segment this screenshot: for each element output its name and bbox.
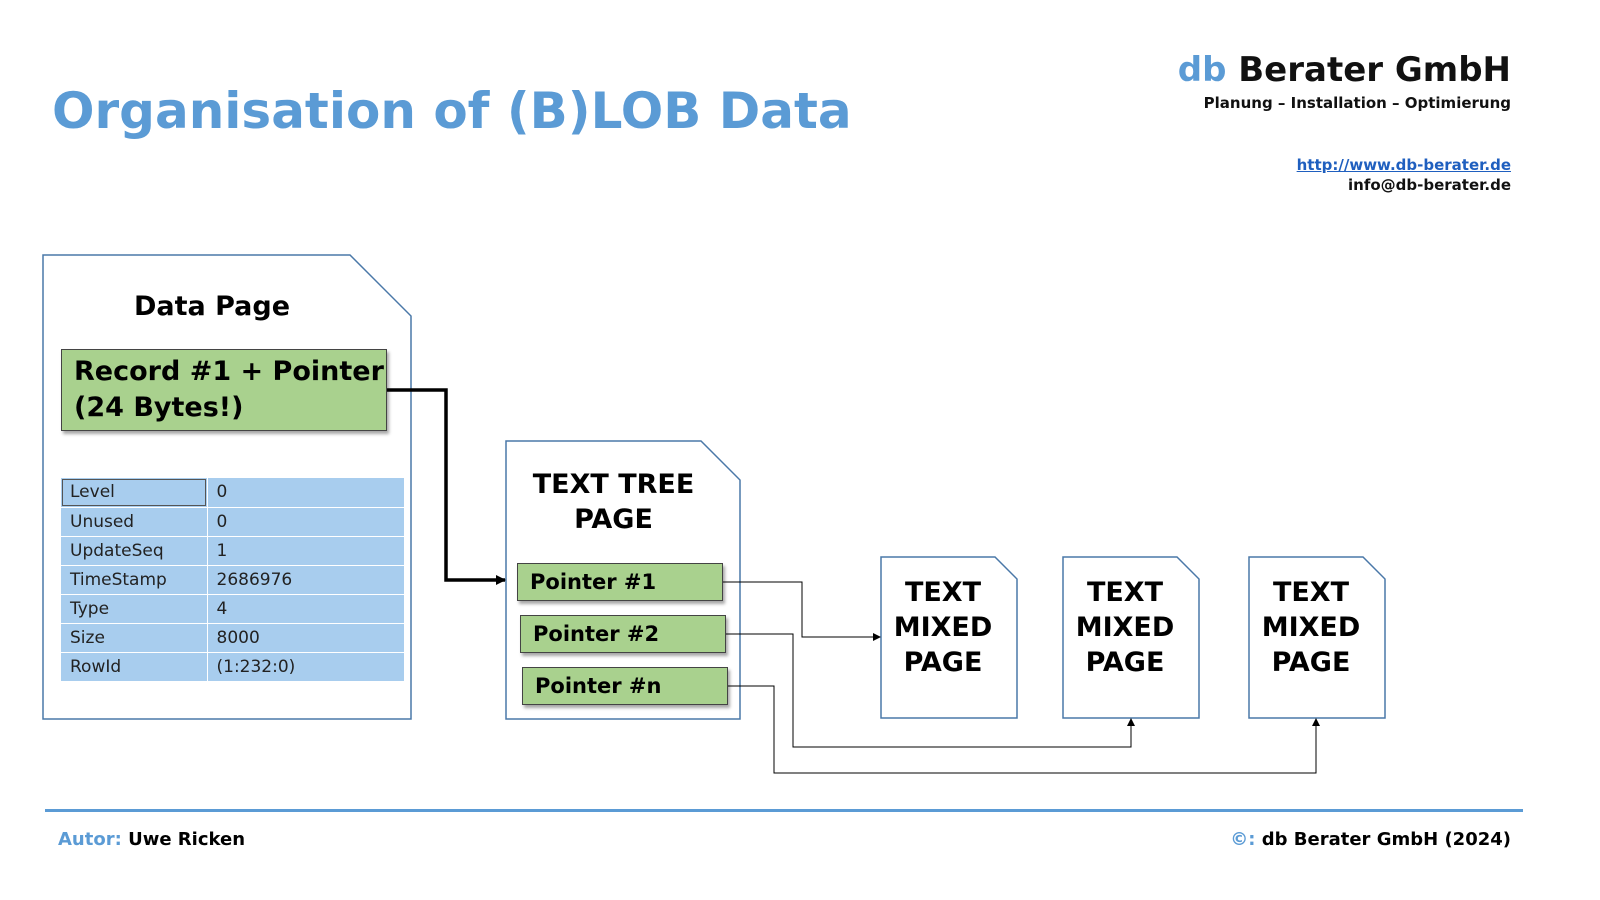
mixed-page-line: MIXED (1075, 612, 1175, 643)
mixed-page-1-shape (880, 556, 1018, 719)
brand-name: db Berater GmbH (1178, 50, 1511, 90)
property-key: RowId (61, 652, 208, 682)
mixed-page-3-label: TEXT MIXED PAGE (1249, 575, 1373, 680)
mixed-page-1-label: TEXT MIXED PAGE (881, 575, 1005, 680)
contact-block: http://www.db-berater.de info@db-berater… (1297, 155, 1511, 195)
text-tree-page-title: TEXT TREE PAGE (506, 467, 721, 537)
property-key: UpdateSeq (61, 536, 208, 566)
pointer-1-connector (723, 581, 881, 641)
property-key: Level (61, 478, 208, 508)
property-value: 0 (207, 507, 405, 537)
website-link[interactable]: http://www.db-berater.de (1296, 156, 1511, 174)
page-title: Organisation of (B)LOB Data (52, 82, 852, 140)
pointer-n-connector (728, 685, 1320, 774)
property-value: 0 (207, 478, 405, 508)
mixed-page-line: PAGE (903, 647, 983, 678)
pointer-2-connector (726, 633, 1135, 748)
footer-divider (45, 809, 1523, 812)
table-row: Size 8000 (61, 623, 405, 653)
copyright-text: db Berater GmbH (2024) (1261, 829, 1511, 850)
pointer-2-box: Pointer #2 (520, 615, 726, 653)
mixed-page-line: TEXT (1272, 577, 1350, 608)
record-box: Record #1 + Pointer (24 Bytes!) (61, 349, 387, 431)
mixed-page-line: MIXED (893, 612, 993, 643)
mixed-page-line: PAGE (1271, 647, 1351, 678)
contact-email: info@db-berater.de (1348, 176, 1511, 194)
mixed-page-2-shape (1062, 556, 1200, 719)
brand-company: Berater GmbH (1238, 50, 1511, 90)
table-row: UpdateSeq 1 (61, 536, 405, 566)
table-row: Level 0 (61, 478, 405, 508)
property-value: 4 (207, 594, 405, 624)
brand-tagline: Planung – Installation – Optimierung (1203, 94, 1511, 112)
property-key: Unused (61, 507, 208, 537)
author-label: Autor: (58, 829, 122, 850)
property-value: 1 (207, 536, 405, 566)
table-row: Unused 0 (61, 507, 405, 537)
record-pointer-connector (387, 388, 506, 585)
property-key: Type (61, 594, 208, 624)
pointer-n-box: Pointer #n (522, 667, 728, 705)
brand-prefix: db (1177, 50, 1227, 90)
property-value: (1:232:0) (207, 652, 405, 682)
record-line-2: (24 Bytes!) (74, 392, 244, 423)
table-row: RowId (1:232:0) (61, 652, 405, 682)
author-name: Uwe Ricken (128, 829, 246, 850)
mixed-page-2-label: TEXT MIXED PAGE (1063, 575, 1187, 680)
record-properties-table: Level 0 Unused 0 UpdateSeq 1 TimeStamp 2… (61, 478, 405, 682)
record-line-1: Record #1 + Pointer (74, 356, 384, 387)
data-page-title: Data Page (133, 291, 291, 322)
table-row: Type 4 (61, 594, 405, 624)
footer-author: Autor: Uwe Ricken (58, 829, 245, 850)
text-tree-line-2: PAGE (574, 504, 653, 535)
text-tree-line-1: TEXT TREE (532, 469, 695, 500)
property-value: 2686976 (207, 565, 405, 595)
mixed-page-line: TEXT (904, 577, 982, 608)
brand-logo: db Berater GmbH Planung – Installation –… (1178, 50, 1511, 112)
mixed-page-line: MIXED (1261, 612, 1361, 643)
copyright-label: ©: (1230, 829, 1256, 850)
mixed-page-line: TEXT (1086, 577, 1164, 608)
pointer-1-box: Pointer #1 (517, 563, 723, 601)
mixed-page-3-shape (1248, 556, 1386, 719)
property-value: 8000 (207, 623, 405, 653)
property-key: TimeStamp (61, 565, 208, 595)
table-row: TimeStamp 2686976 (61, 565, 405, 595)
footer-copyright: ©: db Berater GmbH (2024) (1230, 829, 1511, 850)
mixed-page-line: PAGE (1085, 647, 1165, 678)
property-key: Size (61, 623, 208, 653)
